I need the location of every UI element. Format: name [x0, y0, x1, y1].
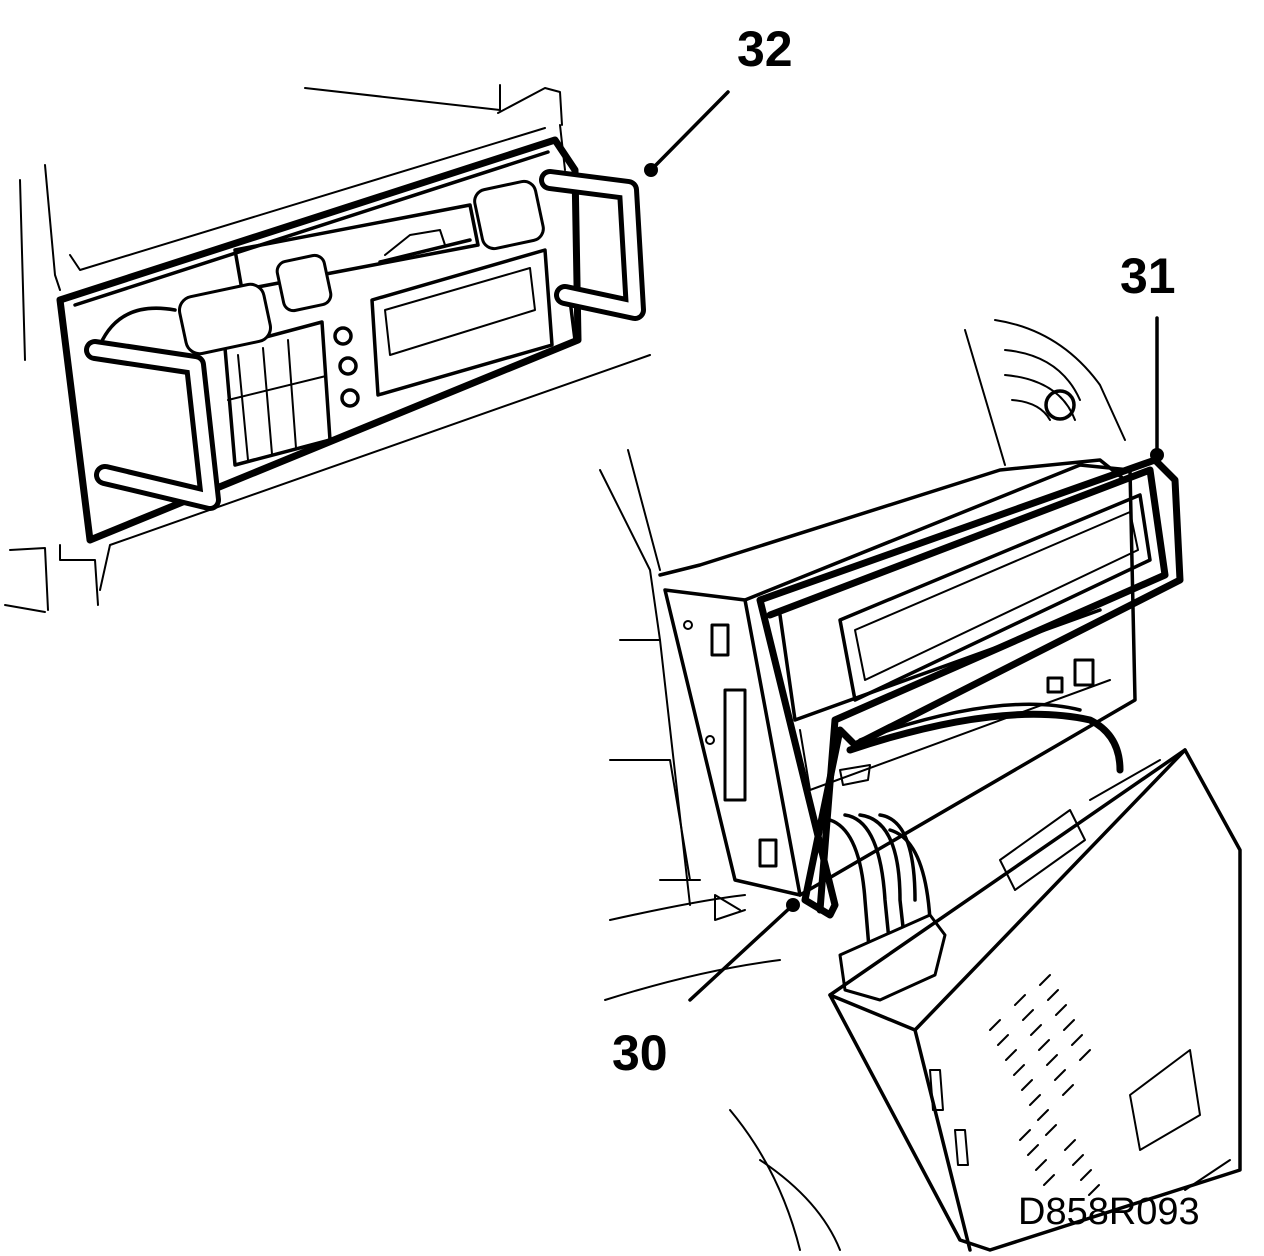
callout-32: 32 — [737, 21, 793, 77]
radio-in-dashboard-illustration — [4, 84, 730, 613]
callout-30: 30 — [612, 1025, 668, 1081]
callout-31: 31 — [1120, 248, 1176, 304]
radio-pulled-out-illustration — [599, 316, 1242, 1252]
drawing-code: D858R093 — [1018, 1191, 1200, 1233]
vent-slots — [989, 974, 1100, 1196]
